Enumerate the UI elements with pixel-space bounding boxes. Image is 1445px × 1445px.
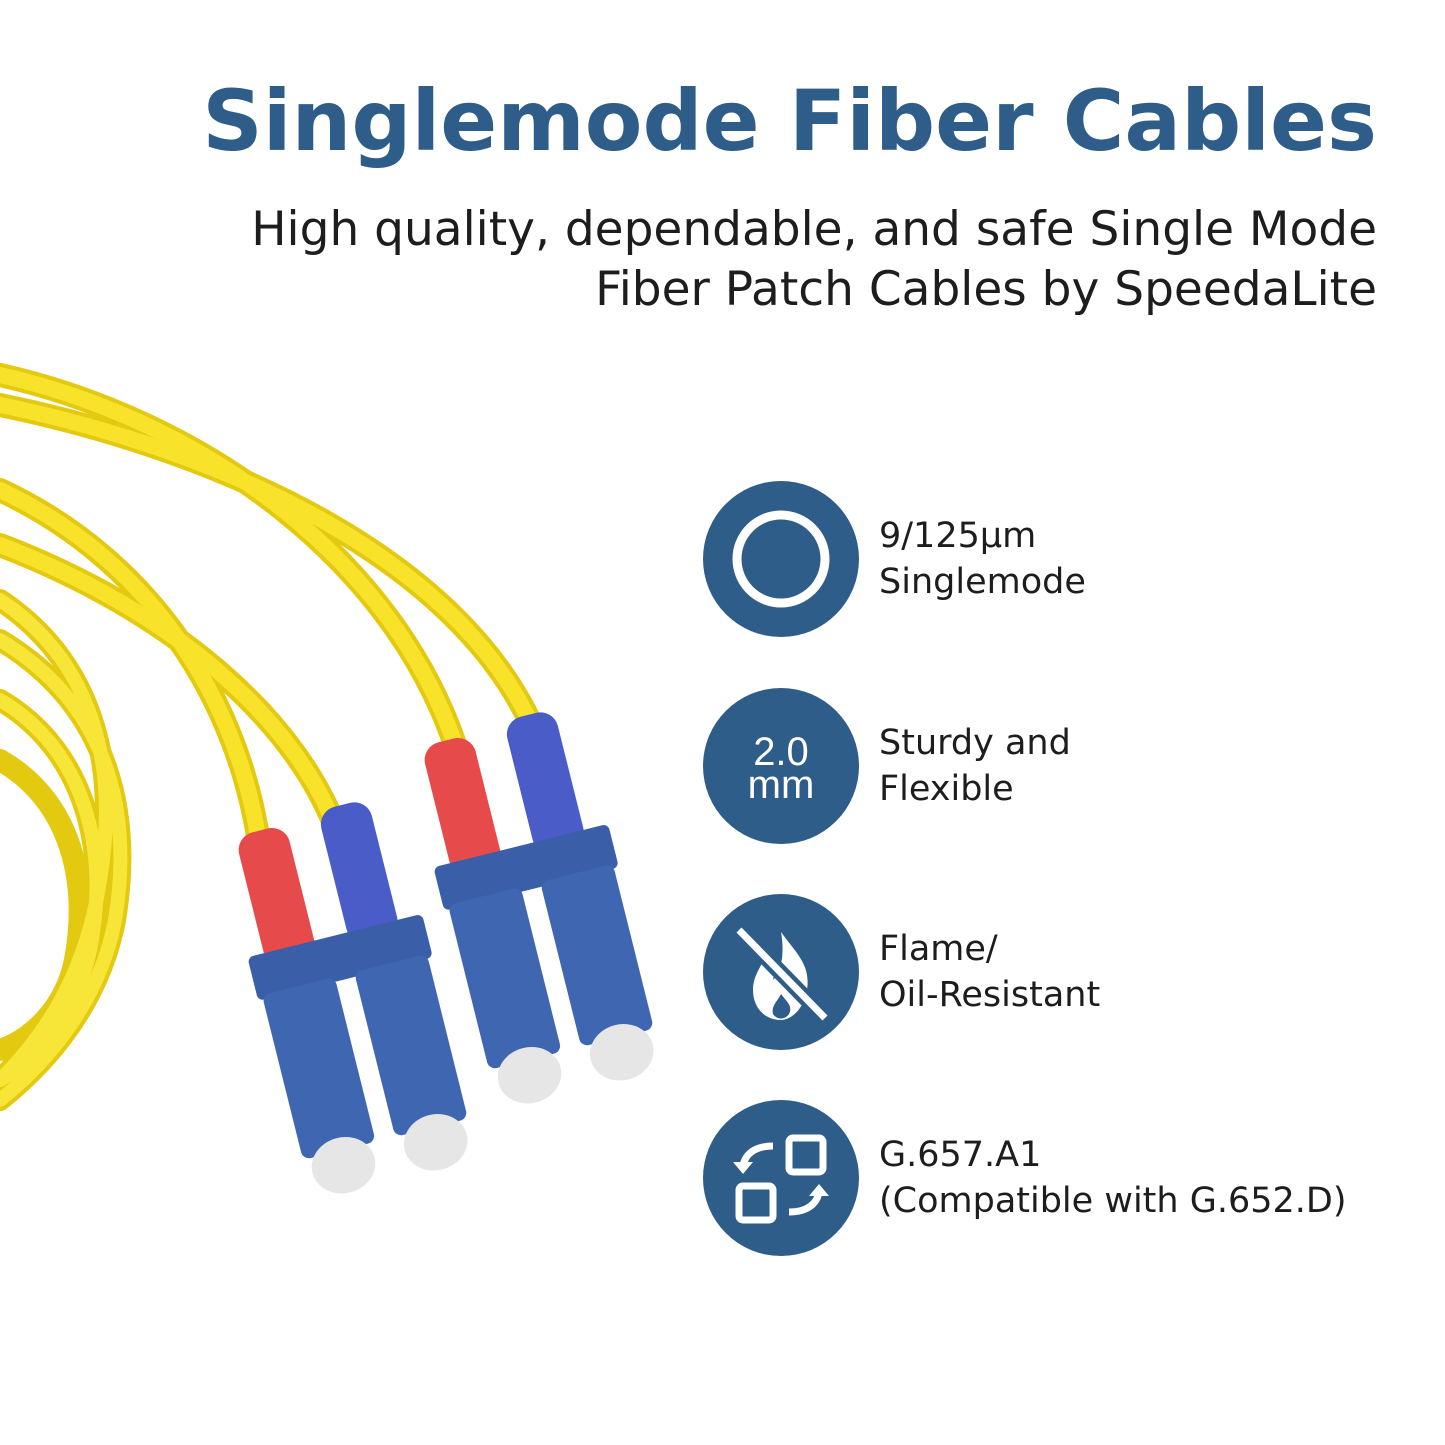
subtitle-line-1: High quality, dependable, and safe Singl… (251, 202, 1377, 257)
feature-label-1: Sturdy and (879, 723, 1071, 763)
feature-compatibility: G.657.A1 (Compatible with G.652.D) (703, 1100, 1403, 1260)
badge-circle (703, 481, 859, 637)
badge-flame (703, 894, 859, 1050)
subtitle-line-2: Fiber Patch Cables by SpeedaLite (595, 262, 1377, 317)
circle-icon (732, 510, 830, 608)
compatibility-icon (733, 1134, 829, 1224)
page-subtitle: High quality, dependable, and safe Singl… (77, 200, 1377, 320)
feature-label-2: Oil-Resistant (879, 975, 1101, 1015)
lc-connector-left (238, 802, 468, 1194)
feature-label-2: Singlemode (879, 562, 1086, 602)
feature-label-1: G.657.A1 (879, 1135, 1042, 1175)
feature-text: G.657.A1 (Compatible with G.652.D) (879, 1132, 1346, 1224)
feature-label-1: 9/125μm (879, 516, 1037, 556)
feature-text: 9/125μm Singlemode (879, 513, 1086, 605)
badge-value: 2.0 (753, 730, 809, 774)
feature-sturdy: 2.0 mm Sturdy and Flexible (703, 688, 1403, 848)
badge-compatibility (703, 1100, 859, 1256)
lc-connector-right (424, 712, 654, 1104)
badge-diameter: 2.0 mm (703, 688, 859, 844)
fiber-cable-image (0, 363, 654, 1194)
feature-label-2: Flexible (879, 769, 1014, 809)
feature-label-2: (Compatible with G.652.D) (879, 1181, 1347, 1221)
page-title: Singlemode Fiber Cables (202, 72, 1377, 170)
feature-label-1: Flame/ (879, 929, 998, 969)
feature-singlemode: 9/125μm Singlemode (703, 481, 1403, 641)
diameter-icon: 2.0 mm (748, 730, 815, 807)
feature-flame-resistant: Flame/ Oil-Resistant (703, 894, 1403, 1054)
feature-text: Sturdy and Flexible (879, 720, 1071, 812)
no-flame-icon (733, 924, 831, 1024)
feature-text: Flame/ Oil-Resistant (879, 926, 1100, 1018)
badge-unit: mm (748, 763, 815, 807)
